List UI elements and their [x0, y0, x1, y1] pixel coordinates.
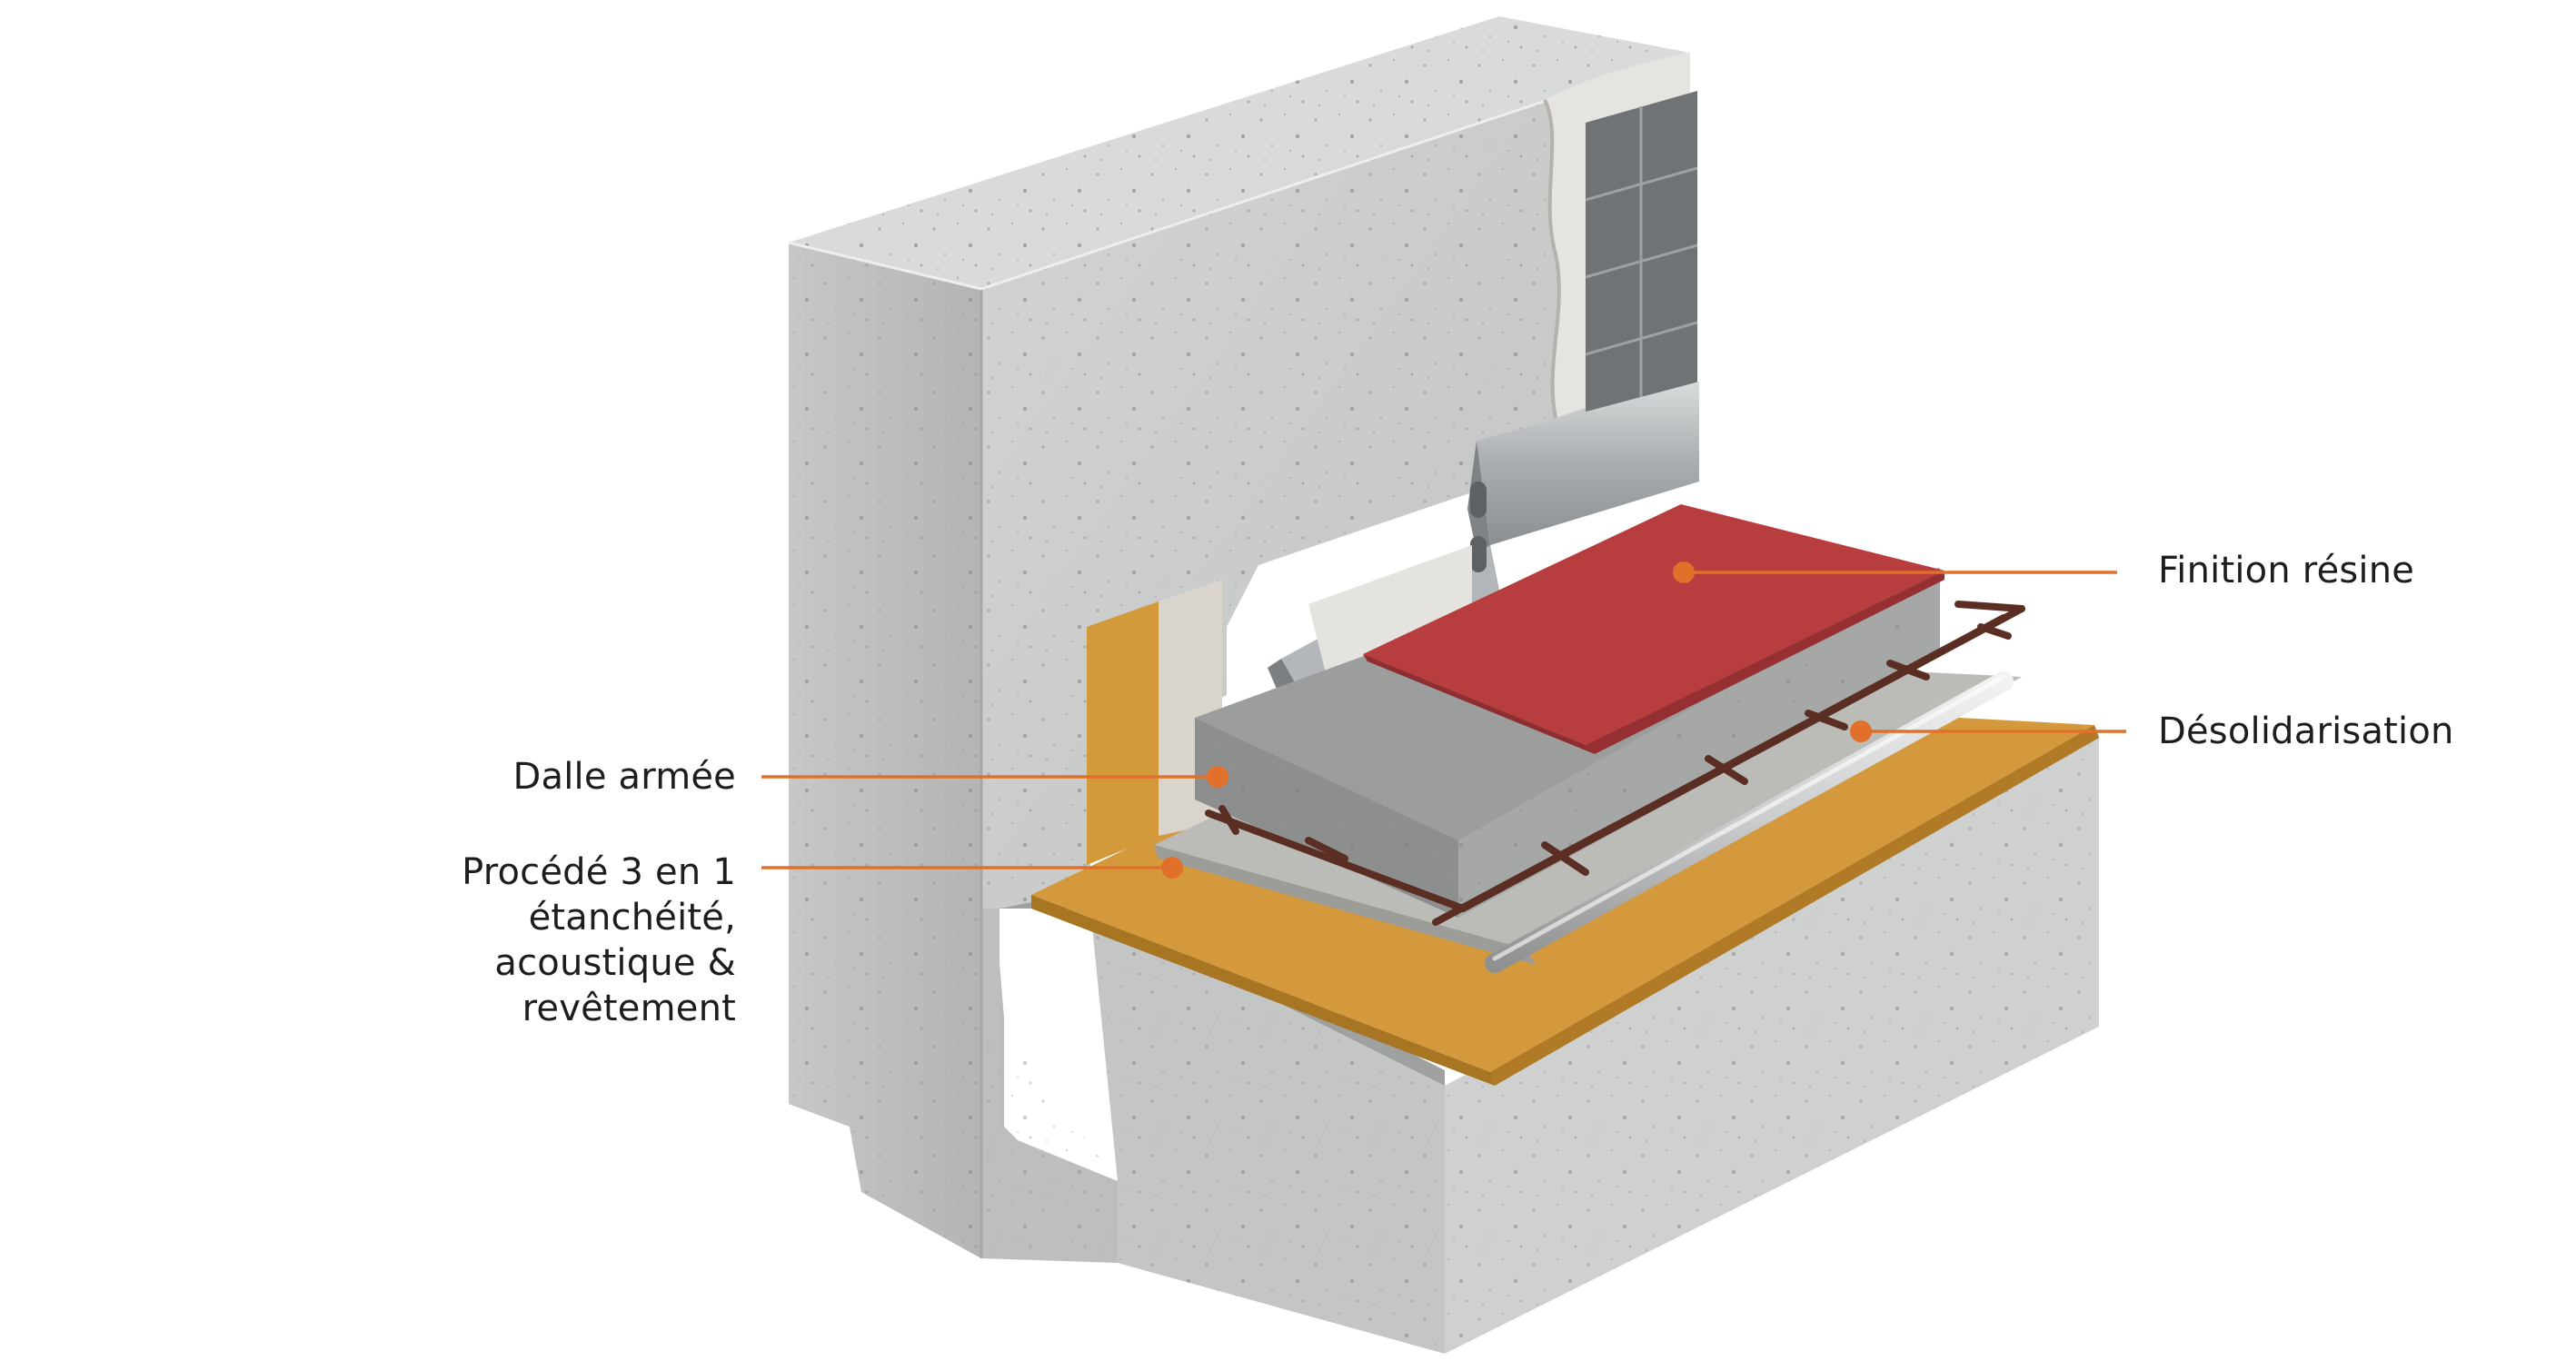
callout-finition — [1673, 561, 2117, 583]
membrane-upstand — [1087, 601, 1159, 865]
label-finition-resine: Finition résine — [2158, 550, 2415, 591]
label-procede-line-1: Procédé 3 en 1 — [462, 851, 736, 893]
wall-finish — [1543, 53, 1698, 434]
callout-procede — [761, 857, 1183, 879]
edge-insulation — [1308, 545, 1472, 677]
label-procede-line-3: acoustique & — [494, 942, 736, 984]
label-procede-line-4: revêtement — [522, 988, 736, 1029]
callout-dot-desolidarisation — [1850, 720, 1872, 742]
label-procede-3-en-1: Procédé 3 en 1 étanchéité, acoustique & … — [345, 849, 736, 1031]
callout-dalle — [761, 766, 1228, 788]
label-procede-line-2: étanchéité, — [528, 897, 736, 939]
label-desolidarisation: Désolidarisation — [2158, 710, 2454, 752]
label-dalle-armee: Dalle armée — [512, 756, 736, 798]
heating-pipe — [1485, 671, 2014, 973]
resin-finish — [1363, 504, 1944, 745]
base-slab — [1000, 734, 2099, 1354]
callout-dot-finition — [1673, 561, 1695, 583]
rebar-mesh — [1205, 601, 2025, 926]
callout-dot-dalle — [1207, 766, 1228, 788]
callout-desolidarisation — [1850, 720, 2126, 742]
callout-dot-procede — [1161, 857, 1183, 879]
